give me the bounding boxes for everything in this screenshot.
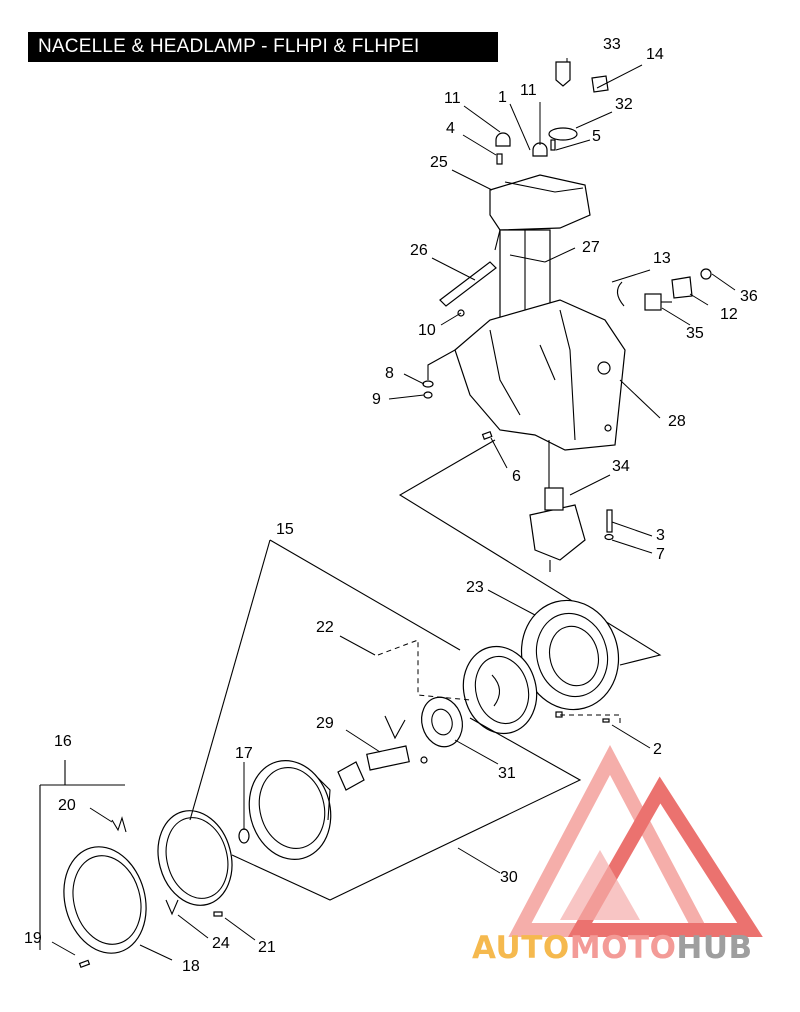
sealed-beam-lamp [248,760,332,860]
callout-13: 13 [653,250,671,267]
nacelle-upper-cover [489,174,591,251]
mounting-bracket [529,440,586,572]
bolt-6 [481,430,493,440]
washer-7 [604,533,614,541]
callout-29: 29 [316,715,334,732]
headlamp-housing [520,599,620,711]
key-33 [555,61,571,87]
watermark-part-auto: AUTO [472,930,570,966]
screw-36 [700,268,712,280]
spring-13 [616,281,625,307]
callout-12: 12 [720,306,738,323]
callout-10: 10 [418,322,436,339]
watermark-part-moto: MOTO [569,930,677,966]
spring-20 [111,816,127,833]
callout-15: 15 [276,521,294,538]
acorn-nut-left [495,132,511,147]
washer-32 [548,127,578,141]
callout-19: 19 [24,930,42,947]
callout-17: 17 [235,745,253,762]
callout-22: 22 [316,619,334,636]
screw-2 [602,718,610,723]
callout-30: 30 [500,869,518,886]
screw-31b [420,756,428,764]
screw-21 [213,911,223,917]
callout-23: 23 [466,579,484,596]
callout-27: 27 [582,239,600,256]
retaining-ring [157,810,233,906]
callout-28: 28 [668,413,686,430]
grommet-17 [238,828,250,844]
callout-33: 33 [603,36,621,53]
nacelle-body [454,299,626,451]
bolt-3 [606,509,613,533]
acorn-nut-right [532,142,548,157]
callout-18: 18 [182,958,200,975]
headlamp-bulb [366,715,410,771]
callout-31: 31 [498,765,516,782]
callout-20: 20 [58,797,76,814]
callout-11-right: 11 [520,82,537,99]
leader-lines [51,58,736,961]
callout-4: 4 [446,120,455,137]
nut-9 [423,391,433,399]
callout-3: 3 [656,527,665,544]
callout-32: 32 [615,96,633,113]
bulb-connector [337,761,365,791]
clip-14 [591,75,609,93]
callout-2: 2 [653,741,662,758]
callout-11-left: 11 [444,90,461,107]
diagram-title: NACELLE & HEADLAMP - FLHPI & FLHPEI [28,32,498,62]
callout-34: 34 [612,458,630,475]
switch-35 [644,293,672,311]
callout-25: 25 [430,154,448,171]
bolt-5 [550,139,556,151]
bulb-socket-ring [421,696,463,748]
watermark-text: AUTOMOTOHUB [472,930,753,966]
nacelle-trim-strip [439,261,497,307]
callout-14: 14 [646,46,664,63]
screw-19 [78,959,91,969]
callout-7: 7 [656,546,665,563]
callout-8: 8 [385,365,394,382]
nacelle-stem [499,229,551,321]
gasket-12 [671,276,693,299]
bolt-4 [496,153,503,165]
watermark-part-hub: HUB [676,930,753,966]
callout-16: 16 [54,733,72,750]
callout-36: 36 [740,288,758,305]
callout-35: 35 [686,325,704,342]
watermark-logo [508,745,763,937]
washer-8 [422,380,434,388]
callout-6: 6 [512,468,521,485]
callout-1: 1 [498,89,507,106]
spring-24 [165,899,179,916]
callout-24: 24 [212,935,230,952]
callout-9: 9 [372,391,381,408]
trim-ring [63,846,147,954]
callout-5: 5 [592,128,601,145]
callout-26: 26 [410,242,428,259]
callout-21: 21 [258,939,276,956]
